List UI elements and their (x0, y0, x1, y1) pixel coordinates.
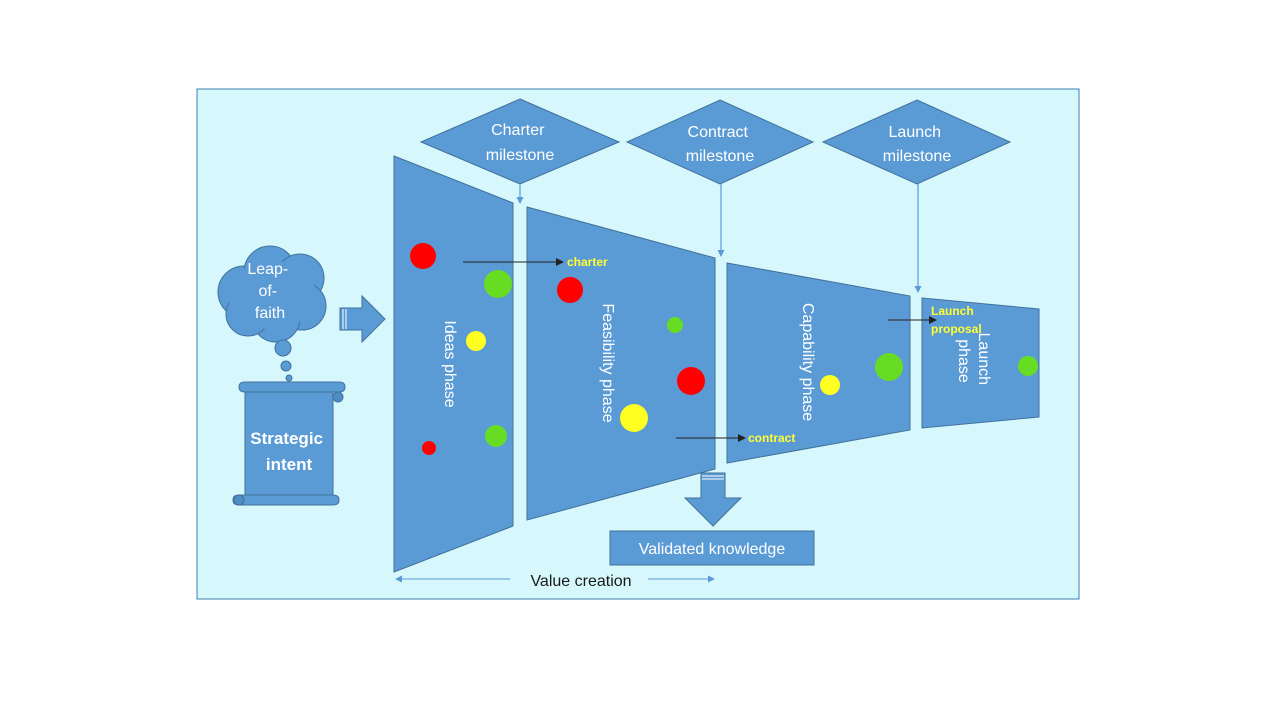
contract-milestone-line1: Contract (688, 124, 749, 141)
feasibility-phase-shape (526, 206, 716, 521)
feasibility-phase-label: Feasibility phase (599, 303, 616, 422)
contract-milestone-line2: milestone (686, 148, 755, 165)
launch-milestone: Launch milestone (821, 99, 1012, 185)
charter-milestone-line1: Charter (491, 122, 545, 139)
dot-feasibility-red-1 (557, 277, 583, 303)
dot-capability-green-1 (875, 353, 903, 381)
dot-ideas-green-2 (485, 425, 507, 447)
validated-knowledge-label: Validated knowledge (639, 541, 786, 558)
svg-text:Contract milestone: Contract milestone (686, 124, 755, 165)
svg-text:Launch proposal: Launch proposal (931, 304, 982, 336)
dot-ideas-red-2 (422, 441, 436, 455)
charter-milestone-line2: milestone (486, 147, 555, 164)
cloud-line3: faith (255, 305, 285, 322)
flow-arrow-right (339, 294, 386, 344)
capability-phase-shape (726, 262, 911, 464)
launch-proposal-label-line2: proposal (931, 322, 982, 336)
dot-ideas-green-1 (484, 270, 512, 298)
launch-phase-label-line1: Launch (975, 333, 992, 386)
dot-launch-green-1 (1018, 356, 1038, 376)
validated-knowledge-box (609, 530, 815, 566)
launch-milestone-line1: Launch (889, 124, 942, 141)
dot-feasibility-yellow-1 (620, 404, 648, 432)
charter-milestone: Charter milestone (419, 98, 621, 185)
launch-milestone-diamond (821, 99, 1012, 185)
cloud-line1: Leap- (247, 261, 288, 278)
strategic-intent-scroll: Strategic intent (232, 381, 346, 506)
thought-bubble-large (274, 339, 292, 357)
scroll-line1: Strategic (250, 429, 323, 448)
leap-of-faith-cloud: Leap- of- faith (217, 245, 327, 382)
capability-phase-label: Capability phase (799, 303, 816, 421)
thought-bubble-medium (280, 360, 292, 372)
svg-text:Leap- of- faith: Leap- of- faith (247, 261, 292, 322)
cloud-line2: of- (258, 283, 277, 300)
flow-arrow-down (683, 472, 743, 527)
value-creation-label: Value creation (530, 573, 631, 590)
dot-ideas-yellow-1 (466, 331, 486, 351)
svg-text:Charter milestone: Charter milestone (486, 122, 555, 164)
svg-text:Launch phase: Launch phase (955, 333, 992, 390)
svg-text:Strategic intent: Strategic intent (250, 429, 327, 474)
dot-feasibility-green-1 (667, 317, 683, 333)
dot-capability-yellow-1 (820, 375, 840, 395)
contract-label: contract (748, 431, 795, 445)
launch-milestone-line2: milestone (883, 148, 952, 165)
launch-phase-label-line2: phase (955, 339, 972, 383)
svg-text:Launch milestone: Launch milestone (883, 124, 952, 165)
charter-label: charter (567, 255, 608, 269)
dot-ideas-red-1 (410, 243, 436, 269)
ideas-phase-label: Ideas phase (441, 320, 458, 407)
launch-phase-shape (921, 297, 1040, 429)
idea-dots (410, 243, 1038, 455)
thought-bubble-small (285, 374, 293, 382)
contract-milestone: Contract milestone (625, 99, 815, 185)
scroll-line2: intent (266, 455, 313, 474)
launch-proposal-label-line1: Launch (931, 304, 974, 318)
dot-feasibility-red-2 (677, 367, 705, 395)
contract-milestone-diamond (625, 99, 815, 185)
